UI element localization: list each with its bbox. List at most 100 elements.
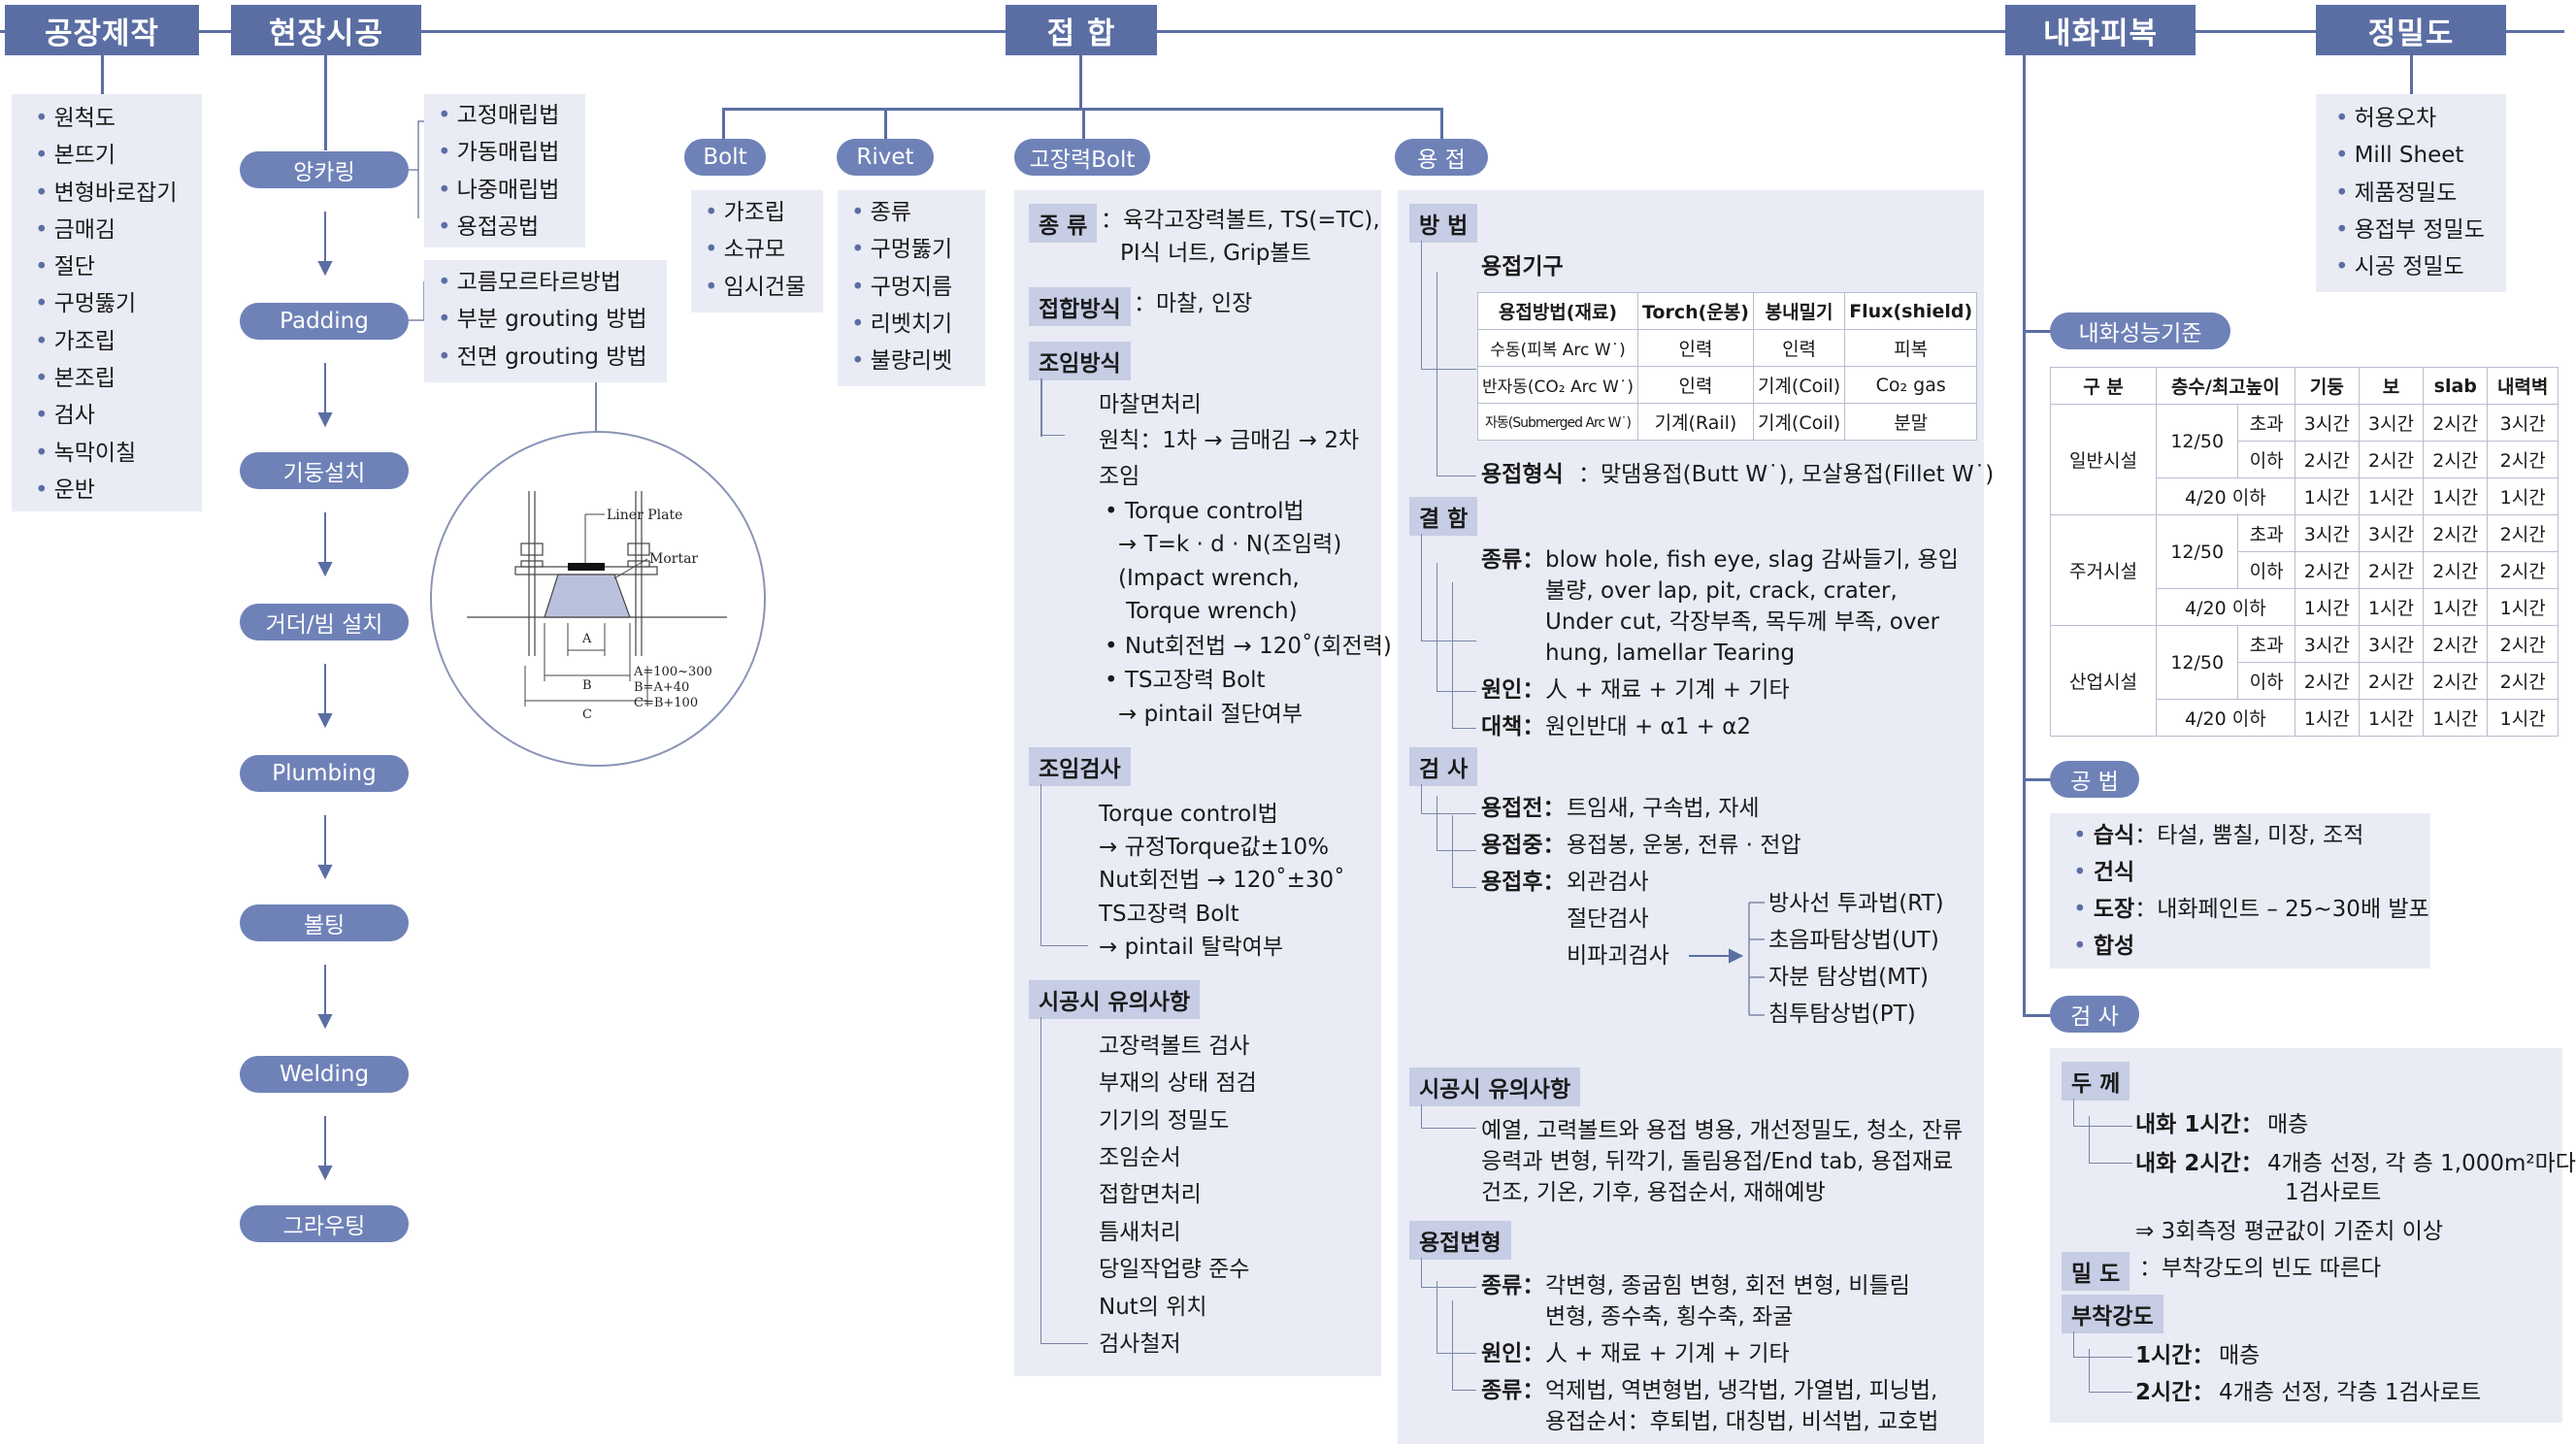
- anchoring-method: 나중매립법: [438, 172, 585, 209]
- factory-item: 운반: [35, 472, 202, 509]
- weld-drop: [1440, 108, 1443, 139]
- weld-defect-kind-line: 불량, over lap, pit, crack, crater,: [1545, 578, 1898, 604]
- weld-pill: 용 접: [1395, 139, 1488, 176]
- fire-cell: 1시간: [2294, 699, 2360, 737]
- fire-cell: 2시간: [2358, 441, 2425, 478]
- weld-defect-cause-text: 人 + 재료 + 기계 + 기타: [1545, 677, 1790, 703]
- htb-caution-line: 조임순서: [1099, 1145, 1181, 1170]
- fire-cell: 2시간: [2358, 662, 2425, 700]
- fig-mortar: Mortar: [649, 551, 698, 567]
- header-joint: 접 합: [1006, 5, 1157, 55]
- rivet-drop: [884, 108, 887, 139]
- equip-cell: 기계(Coil): [1752, 403, 1846, 441]
- fire-cell: 2시간: [2487, 625, 2559, 663]
- factory-item: 구멍뚫기: [35, 285, 202, 322]
- fire-cell: 4/20 이하: [2156, 699, 2295, 737]
- weld-deform-kind-label: 종류：: [1481, 1273, 1545, 1298]
- fire-cell: 2시간: [2423, 625, 2489, 663]
- fire-cell: 1시간: [2358, 588, 2425, 626]
- fire-thick-1h-text: 매층: [2267, 1112, 2309, 1137]
- fire-cell: 이하: [2237, 551, 2295, 589]
- fire-cell: 2시간: [2487, 514, 2559, 552]
- htb-tighten-line: • Nut회전법 → 120˚(회전력): [1105, 634, 1392, 659]
- fire-table-header: slab: [2423, 367, 2489, 405]
- equip-cell: 기계(Coil): [1752, 366, 1846, 404]
- factory-item: 금매김: [35, 212, 202, 248]
- rivet-item: 구멍뚫기: [851, 231, 985, 268]
- fire-cell: 2시간: [2423, 514, 2489, 552]
- precision-panel: 허용오차 Mill Sheet 제품정밀도 용접부 정밀도 시공 정밀도: [2316, 94, 2506, 292]
- fire-cell: 2시간: [2294, 551, 2360, 589]
- factory-item: 가조립: [35, 323, 202, 360]
- fire-method-bold: 건식: [2093, 860, 2135, 885]
- fire-method-bold: 도장: [2093, 897, 2135, 922]
- weld-defect-kind-line: hung, lamellar Tearing: [1545, 641, 1796, 666]
- precision-item: 허용오차: [2335, 100, 2506, 137]
- ndt-arrow: [1689, 902, 1765, 1016]
- weld-inspect-ndt: 비파괴검사: [1567, 943, 1669, 969]
- step-girder: 거더/빔 설치: [240, 604, 409, 641]
- fire-cell: 초과: [2237, 625, 2295, 663]
- equip-cell: 반자동(CO₂ Arc W˙): [1477, 366, 1638, 404]
- rivet-pill: Rivet: [837, 139, 934, 176]
- fire-cell: 이하: [2237, 662, 2295, 700]
- weld-deform-fix-line: 용접순서：후퇴법, 대칭법, 비석법, 교호법: [1545, 1409, 1939, 1434]
- fire-method-text: ：타설, 뿜칠, 미장, 조적: [2134, 823, 2364, 848]
- htb-tighten-line: • TS고장력 Bolt: [1105, 668, 1266, 693]
- htb-drop: [1082, 108, 1085, 139]
- weld-defect-cause-label: 원인：: [1481, 677, 1545, 703]
- equip-cell: Co₂ gas: [1844, 366, 1978, 404]
- fire-thick-label: 두 께: [2062, 1062, 2130, 1101]
- fire-table-header: 내력벽: [2487, 367, 2559, 405]
- site-anchor-link: [324, 148, 326, 150]
- fire-cell: 1시간: [2487, 699, 2559, 737]
- fig-dim3: C=B+100: [634, 696, 698, 710]
- htb-caution-label: 시공시 유의사항: [1029, 980, 1201, 1019]
- fire-method-bold: 습식: [2093, 823, 2135, 848]
- step-padding: Padding: [240, 303, 409, 340]
- ndt-item: 방사선 투과법(RT): [1768, 891, 1944, 916]
- fire-cell: 3시간: [2294, 625, 2360, 663]
- fig-dim1: A=100~300: [633, 665, 712, 679]
- padding-method: 전면 grouting 방법: [438, 339, 667, 376]
- fire-group-name: 산업시설: [2050, 625, 2157, 737]
- step-column: 기둥설치: [240, 452, 409, 489]
- anchoring-method: 용접공법: [438, 209, 585, 246]
- htb-pill: 고장력Bolt: [1014, 139, 1150, 176]
- fire-cell: 초과: [2237, 514, 2295, 552]
- fire-adh-1h-text: 매층: [2219, 1343, 2261, 1368]
- weld-deform-label: 용접변형: [1409, 1221, 1511, 1260]
- fire-thick-2h-text: 4개층 선정, 각 층 1,000m²마다: [2267, 1151, 2576, 1176]
- joint-branch-line: [722, 108, 1441, 111]
- rivet-panel: 종류 구멍뚫기 구멍지름 리벳치기 불량리벳: [838, 190, 985, 386]
- fire-standard-table: 구 분 층수/최고높이 기둥 보 slab 내력벽 일반시설 12/50 초과 …: [2050, 367, 2559, 737]
- fire-method-panel: • 습식：타설, 뿜칠, 미장, 조적 • 건식 • 도장：내화페인트 – 25…: [2050, 813, 2430, 969]
- equip-cell: 인력: [1636, 366, 1754, 404]
- weld-caution-line: 건조, 기온, 기후, 용접순서, 재해예방: [1481, 1180, 1826, 1205]
- equip-cell: 수동(피복 Arc W˙): [1477, 329, 1638, 367]
- fireproof-connector: [2023, 55, 2026, 1016]
- weld-deform-fix-label: 종류：: [1481, 1378, 1545, 1403]
- fire-cell: 4/20 이하: [2156, 477, 2295, 515]
- weld-defect-kind-line: Under cut, 각장부족, 목두께 부족, over: [1545, 609, 1940, 635]
- step-plumbing: Plumbing: [240, 755, 409, 792]
- equip-header: Torch(운봉): [1636, 292, 1754, 330]
- fire-cell: 1시간: [2294, 588, 2360, 626]
- fire-density-text: ：부착강도의 빈도 따른다: [2139, 1256, 2382, 1281]
- rivet-item: 리벳치기: [851, 306, 985, 343]
- bolt-drop: [722, 108, 725, 139]
- rivet-item: 불량리벳: [851, 343, 985, 379]
- anchoring-method: 고정매립법: [438, 97, 585, 134]
- equip-header: 용접방법(재료): [1477, 292, 1638, 330]
- weld-defect-kind-line: blow hole, fish eye, slag 감싸들기, 용입: [1545, 547, 1959, 573]
- fire-thick-1h-label: 내화 1시간：: [2135, 1112, 2263, 1137]
- fire-group-name: 주거시설: [2050, 514, 2157, 626]
- fire-density-label: 밀 도: [2062, 1252, 2130, 1291]
- fire-method-text: ：내화페인트 – 25~30배 발포: [2134, 897, 2429, 922]
- step-grouting: 그라우팅: [240, 1205, 409, 1242]
- weld-inspect-label: 검 사: [1409, 747, 1478, 786]
- fire-cell: 2시간: [2358, 551, 2425, 589]
- htb-inspect-line: Torque control법: [1099, 802, 1278, 827]
- factory-item: 본뜨기: [35, 137, 202, 174]
- fire-cell: 2시간: [2423, 404, 2489, 442]
